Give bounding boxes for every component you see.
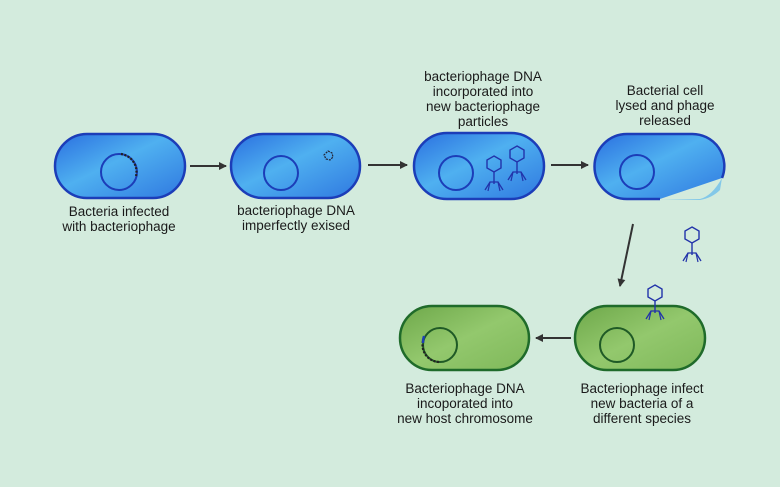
bacterium-cell-6 — [398, 304, 531, 372]
bacterium-cell-3 — [412, 131, 546, 201]
bacterium-cell-1 — [53, 132, 187, 200]
chromosome-icon — [599, 327, 635, 363]
phage-dna-segment — [421, 340, 441, 364]
label-step4: Bacterial cell lysed and phage released — [615, 83, 715, 128]
bacteriophage-icon — [682, 226, 702, 263]
label-step3: bacteriophage DNA incorporated into new … — [424, 69, 542, 129]
phage-dna-segment — [120, 152, 138, 177]
label-step5: Bacteriophage infect new bacteria of a d… — [580, 381, 704, 426]
bacterium-cell-4-lysed — [593, 132, 726, 201]
chromosome-icon — [619, 154, 655, 190]
arrow-icon — [617, 223, 634, 287]
bacterium-cell-2 — [229, 132, 362, 200]
label-step1: Bacteria infected with bacteriophage — [62, 204, 176, 234]
bacterium-cell-5 — [573, 304, 707, 372]
label-step2: bacteriophage DNA imperfectly exised — [237, 203, 355, 233]
chromosome-icon — [263, 155, 299, 191]
excised-dna-icon — [323, 150, 334, 161]
chromosome-icon — [438, 155, 474, 191]
label-step6: Bacteriophage DNA incoporated into new h… — [397, 381, 533, 426]
